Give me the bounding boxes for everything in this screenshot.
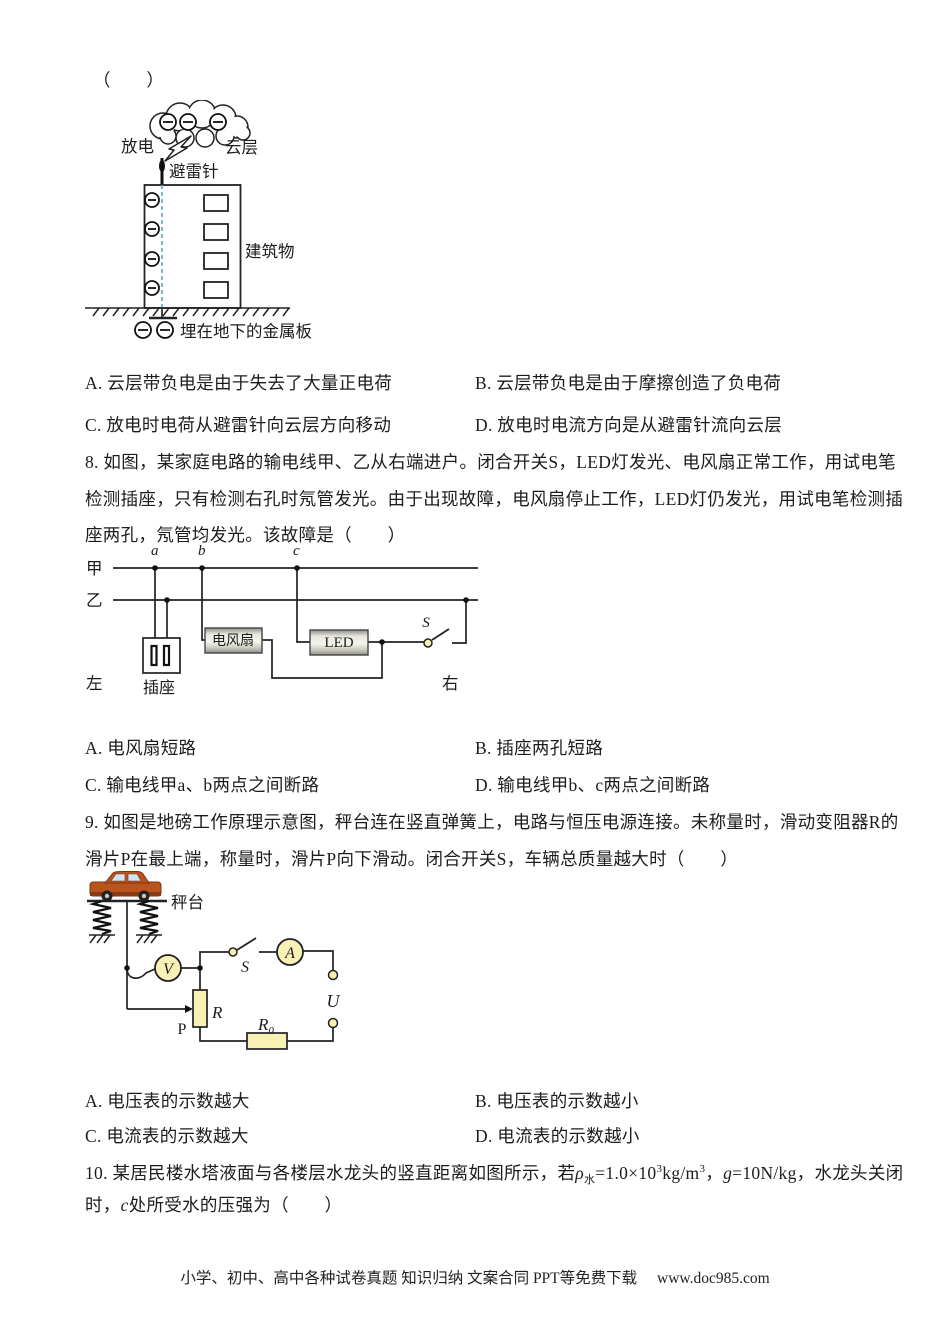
rho-subscript: 水 (583, 1174, 596, 1186)
q8-option-c: C. 输电线甲a、b两点之间断路 (85, 775, 320, 795)
ground-surface (85, 307, 290, 317)
point-c-symbol: c (120, 1195, 129, 1215)
spring-icons (88, 899, 159, 936)
q10-l2-rest: 处所受水的压强为（ ） (128, 1195, 343, 1215)
point-c-label: c (293, 543, 300, 559)
rheostat-r (192, 989, 208, 1028)
ammeter: A (276, 938, 304, 966)
q7-option-d: D. 放电时电流方向是从避雷针流向云层 (475, 415, 783, 435)
q8-option-a: A. 电风扇短路 (85, 738, 197, 758)
q10-l1-text: 10. 某居民楼水塔液面与各楼层水龙头的竖直距离如图所示，若 (85, 1163, 576, 1183)
right-label: 右 (442, 674, 459, 693)
footer-url: www.doc985.com (657, 1270, 770, 1287)
voltmeter: V (154, 954, 182, 982)
q10-l1-rest: =10N/kg，水龙头关闭 (732, 1163, 904, 1183)
q9-weighbridge-diagram: 秤台 V (87, 871, 341, 1050)
discharge-label: 放电 (121, 137, 154, 156)
q9-option-d: D. 电流表的示数越小 (475, 1126, 640, 1146)
page-footer: 小学、初中、高中各种试卷真题 知识归纳 文案合同 PPT等免费下载 www.do… (0, 1266, 950, 1288)
slider-arrowhead (185, 1005, 193, 1013)
led-label: LED (324, 635, 353, 651)
resistor-r0-label: R0 (257, 1015, 274, 1037)
socket-label: 插座 (143, 679, 175, 697)
question7-answer-blank: （ ） (93, 70, 165, 90)
lightning-rod-diagram: 放电 云层 避雷针 建筑物 埋在地下的金属板 (85, 100, 312, 341)
q8-option-b: B. 插座两孔短路 (475, 738, 604, 758)
q10-text-line-2: 时，c处所受水的压强为（ ） (85, 1193, 342, 1217)
q7-option-a: A. 云层带负电是由于失去了大量正电荷 (85, 373, 393, 393)
lightning-bolt-icon (164, 135, 192, 162)
left-label: 左 (86, 674, 103, 693)
q10-l1-comma: ， (705, 1163, 724, 1183)
buried-plate-label: 埋在地下的金属板 (180, 322, 312, 341)
g-symbol: g (723, 1163, 733, 1183)
slider-p-label: P (178, 1021, 187, 1038)
lightning-rod-icon (159, 158, 165, 185)
cloud-minus-charge-icons (159, 113, 227, 131)
point-b-label: b (198, 543, 206, 559)
socket-box (142, 637, 181, 674)
switch-s (228, 937, 257, 957)
ammeter-label: A (284, 945, 295, 962)
building-minus-charge-icons (144, 192, 160, 296)
rheostat-r-label: R (211, 1003, 223, 1022)
platform-label: 秤台 (171, 893, 204, 912)
fan-box: 电风扇 (204, 627, 263, 654)
spring-grounds (89, 934, 162, 944)
q9-text-line-1: 9. 如图是地磅工作原理示意图，秤台连在竖直弹簧上，电路与恒压电源连接。未称量时… (85, 812, 899, 832)
plate-minus-charge-icons (134, 321, 174, 339)
wire-jia-label: 甲 (86, 559, 103, 578)
resistor-r0 (246, 1032, 288, 1050)
fan-label: 电风扇 (212, 633, 254, 649)
q8-option-d: D. 输电线甲b、c两点之间断路 (475, 775, 711, 795)
q8-text-line-1: 8. 如图，某家庭电路的输电线甲、乙从右端进户。闭合开关S，LED灯发光、电风扇… (85, 452, 896, 472)
q9-option-a: A. 电压表的示数越大 (85, 1091, 250, 1111)
q8-text-line-3: 座两孔，氖管均发光。该故障是（ ） (85, 525, 406, 545)
supply-u-label: U (327, 991, 341, 1011)
cloud-label: 云层 (225, 138, 258, 157)
switch-s-label: S (422, 615, 430, 631)
footer-text: 小学、初中、高中各种试卷真题 知识归纳 文案合同 PPT等免费下载 (180, 1270, 638, 1287)
q7-option-b: B. 云层带负电是由于摩擦创造了负电荷 (475, 373, 782, 393)
led-box: LED (309, 629, 369, 656)
lightning-rod-label: 避雷针 (169, 162, 219, 181)
q10-l1-unit: kg/m (662, 1163, 700, 1183)
exponent: 3 (656, 1163, 663, 1175)
q10-l2-text: 时， (85, 1195, 121, 1215)
q10-text-line-1: 10. 某居民楼水塔液面与各楼层水龙头的竖直距离如图所示，若ρ水=1.0×103… (85, 1157, 903, 1192)
supply-terminals (327, 969, 339, 1029)
building-windows (203, 194, 229, 299)
car-image (89, 871, 162, 902)
circuit-wires (154, 568, 467, 679)
exponent: 3 (699, 1163, 706, 1175)
switch-s-label: S (241, 959, 249, 976)
building-label: 建筑物 (245, 242, 295, 261)
junction-dots (124, 965, 203, 971)
voltmeter-label: V (163, 961, 175, 978)
circuit-wires (126, 901, 334, 1042)
supply-wires (113, 567, 478, 601)
wire-yi-label: 乙 (86, 591, 103, 610)
point-a-label: a (151, 543, 159, 559)
q9-option-b: B. 电压表的示数越小 (475, 1091, 639, 1111)
q9-option-c: C. 电流表的示数越大 (85, 1126, 249, 1146)
q9-text-line-2: 滑片P在最上端，称量时，滑片P向下滑动。闭合开关S，车辆总质量越大时（ ） (85, 849, 739, 869)
q7-option-c: C. 放电时电荷从避雷针向云层方向移动 (85, 415, 392, 435)
q10-l1-value: =1.0×10 (595, 1163, 657, 1183)
q8-circuit-diagram: 电风扇 LED 甲 乙 a b c S 插座 左 右 (86, 543, 478, 697)
junction-dots (152, 565, 469, 645)
q8-text-line-2: 检测插座，只有检测右孔时氖管发光。由于出现故障，电风扇停止工作，LED灯仍发光，… (85, 489, 904, 509)
switch-s (423, 628, 450, 648)
rho-symbol: ρ (575, 1163, 584, 1183)
buried-plate-icon (149, 308, 177, 320)
